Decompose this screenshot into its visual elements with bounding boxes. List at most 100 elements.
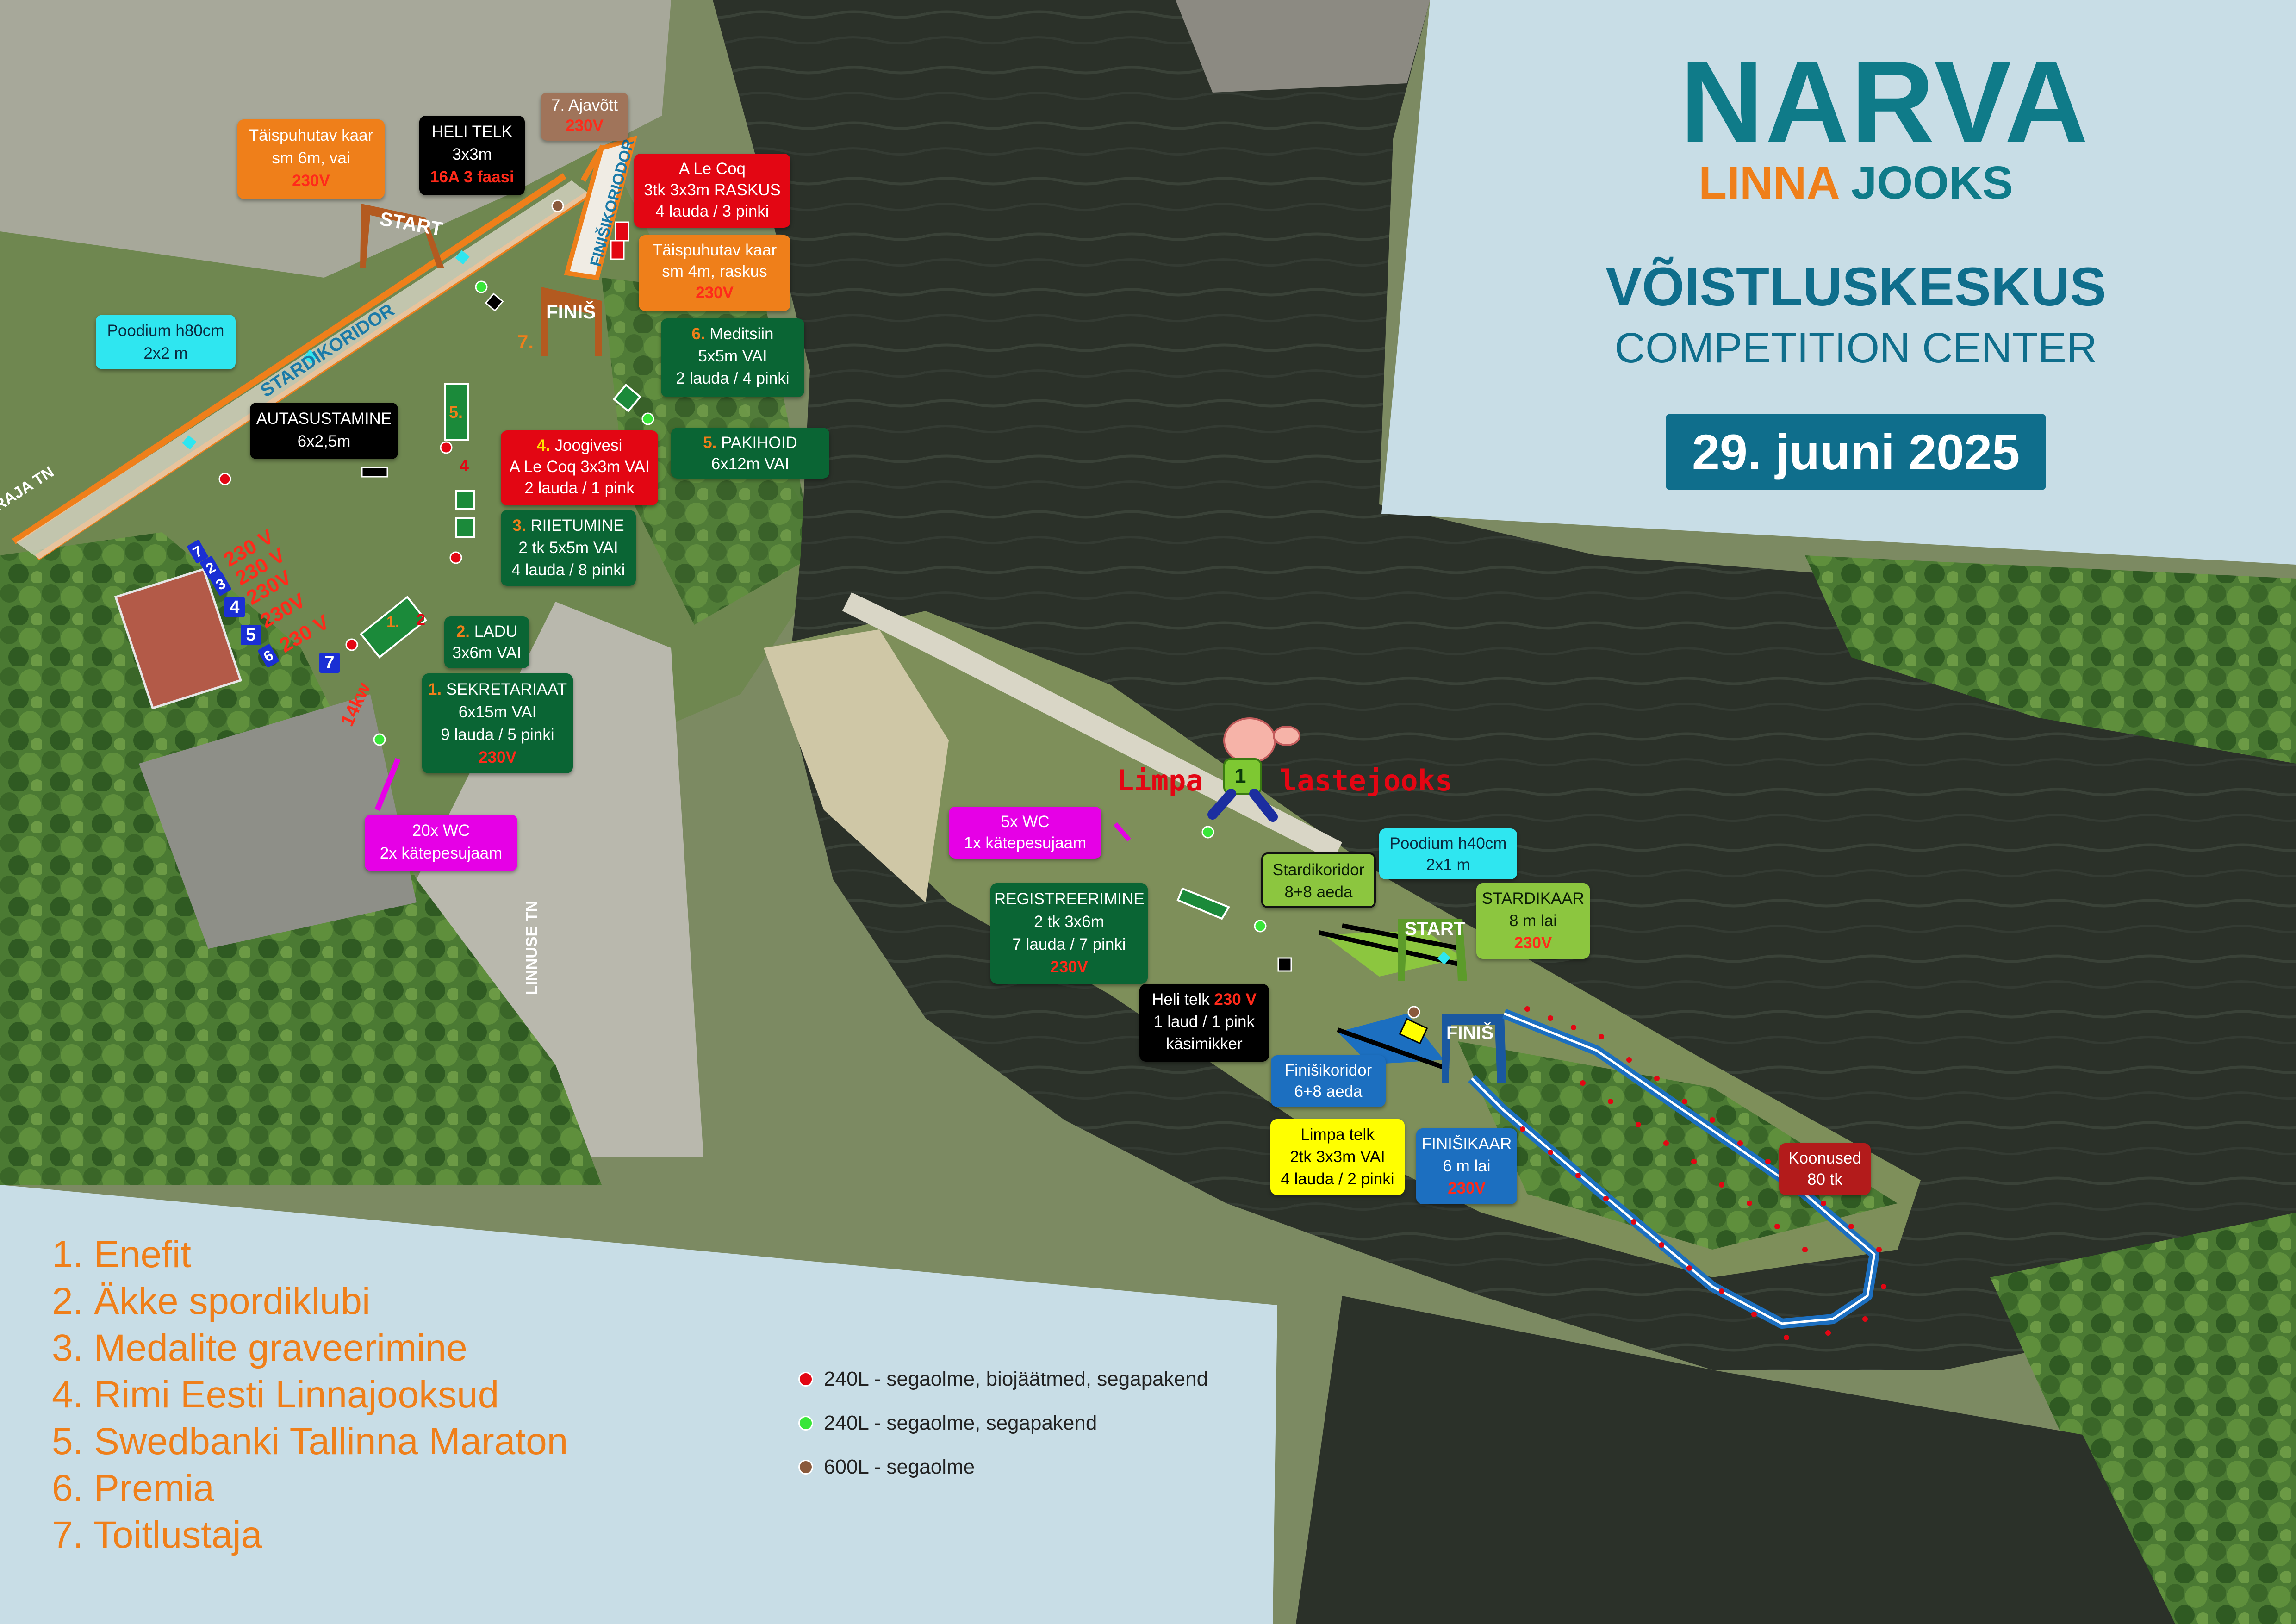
sponsor-item: 6. Premia: [52, 1467, 214, 1509]
label-line: 2x2 m: [143, 344, 188, 362]
label-text: PAKIHOID: [721, 434, 797, 452]
bin-brown: [551, 199, 564, 212]
limpa-bib: 1: [1235, 765, 1246, 787]
waste-label: 240L - segaolme, biojäätmed, segapakend: [824, 1368, 1208, 1390]
sound-tent-marker: [485, 292, 504, 312]
label-poodium-bottom: Poodium h40cm 2x1 m: [1379, 828, 1517, 879]
course-loop-center: [1471, 1012, 1876, 1325]
bin-green: [1201, 826, 1214, 839]
tent-4: [455, 490, 475, 510]
wc-bottom-line: [1114, 822, 1131, 842]
label-heli-telk: HELI TELK 3x3m 16A 3 faasi: [419, 116, 525, 195]
registration-tent-1: [1176, 887, 1230, 920]
label-line: Heli telk 230 V: [1143, 989, 1265, 1011]
label-ladu: 2. LADU 3x6m VAI: [444, 616, 529, 668]
sponsor-legend: 1. Enefit 2. Äkke spordiklubi 3. Medalit…: [52, 1231, 568, 1558]
label-line: 6x15m VAI: [458, 703, 537, 721]
label-line: 3x3m: [452, 145, 492, 163]
label-line: 6 m lai: [1443, 1157, 1491, 1175]
label-heli-telk-bottom: Heli telk 230 V 1 laud / 1 pink käsimikk…: [1139, 984, 1269, 1062]
label-autasustamine: AUTASUSTAMINE 6x2,5m: [250, 403, 398, 459]
label-line: 8+8 aeda: [1284, 883, 1353, 901]
finish-gate-top-label: FINIŠ: [546, 301, 596, 323]
label-number: 5.: [703, 434, 717, 452]
alecoq-tent-1: [615, 221, 629, 242]
bin-green: [373, 733, 386, 746]
pedestrian-path: [842, 592, 1342, 861]
label-power: 230V: [696, 284, 734, 302]
label-line: A Le Coq: [679, 160, 746, 178]
award-stage-marker: [361, 467, 388, 478]
waste-red-dot: [798, 1372, 813, 1387]
brand-linna-jooks: LINNA JOOKS: [1680, 157, 2032, 208]
label-poodium-top: Poodium h80cm 2x2 m: [96, 315, 236, 369]
label-line: Limpa telk: [1300, 1126, 1375, 1144]
label-line: 5x5m VAI: [698, 347, 767, 365]
label-power: 16A 3 faasi: [430, 168, 514, 186]
label-line: 4 lauda / 2 pinki: [1281, 1170, 1394, 1188]
start-gate-bottom-label: START: [1405, 919, 1465, 939]
label-wc-top: 20x WC 2x kätepesujaam: [365, 815, 517, 871]
sand-beach: [764, 629, 949, 902]
waste-legend-item: 240L - segaolme, biojäätmed, segapakend: [798, 1365, 1208, 1409]
label-line: 6x12m VAI: [711, 455, 790, 473]
label-line: 2 lauda / 1 pink: [524, 479, 635, 497]
stall-tag: 5: [241, 625, 261, 645]
label-power: 230V: [292, 172, 330, 190]
parking-lot: [139, 694, 417, 949]
label-line: Poodium h40cm: [1389, 834, 1507, 852]
bin-red: [345, 638, 358, 651]
label-line: 3. RIIETUMINE: [504, 515, 632, 537]
label-line: Poodium h80cm: [107, 322, 224, 340]
label-line: HELI TELK: [431, 123, 513, 141]
bin-green: [475, 280, 488, 293]
street-linnuse: LINNUSE TN: [523, 901, 541, 995]
tent-1-number: 1.: [386, 613, 400, 631]
waste-brown-dot: [798, 1460, 813, 1475]
label-line: AUTASUSTAMINE: [256, 410, 392, 428]
label-power: 230V: [1050, 958, 1088, 976]
label-line: 1x kätepesujaam: [964, 834, 1087, 852]
label-line: 4 lauda / 8 pinki: [511, 561, 625, 579]
label-finisikaar: FINIŠIKAAR 6 m lai 230V: [1416, 1128, 1517, 1204]
label-line: 2 tk 5x5m VAI: [518, 539, 618, 557]
label-text: SEKRETARIAAT: [446, 680, 567, 698]
label-alecoq: A Le Coq 3tk 3x3m RASKUS 4 lauda / 3 pin…: [634, 154, 790, 228]
limpa-mascot: [1207, 717, 1300, 822]
limpa-left-text: Limpa: [1117, 764, 1203, 797]
finish-gate-bottom: [1442, 1014, 1506, 1083]
label-wc-bottom: 5x WC 1x kätepesujaam: [949, 807, 1101, 859]
stardikoridor-edge-a: [1318, 930, 1463, 967]
basketball-court: [114, 567, 243, 710]
brand-linna: LINNA: [1699, 157, 1838, 209]
label-line: sm 6m, vai: [272, 149, 350, 167]
bin-red: [440, 441, 453, 454]
label-line: REGISTREERIMINE: [994, 890, 1145, 908]
label-line: 6. Meditsiin: [665, 323, 801, 345]
bin-red: [449, 551, 462, 564]
label-line: 2tk 3x3m VAI: [1290, 1148, 1385, 1166]
label-line: Täispuhutav kaar: [249, 126, 373, 144]
label-number: 3.: [512, 516, 526, 535]
label-line: 20x WC: [412, 821, 470, 840]
label-power: 230V: [1448, 1179, 1486, 1197]
label-power: 230V: [566, 117, 604, 135]
finish-gate-bottom-label: FINIŠ: [1446, 1023, 1494, 1043]
label-line: 5x WC: [1001, 813, 1050, 831]
label-line: 2 tk 3x6m: [1034, 913, 1104, 931]
waste-legend: 240L - segaolme, biojäätmed, segapakend …: [798, 1365, 1208, 1497]
label-line: käsimikker: [1166, 1035, 1243, 1053]
waste-green-dot: [798, 1416, 813, 1431]
narva-river: [713, 0, 2296, 1370]
tent-6: [613, 384, 641, 412]
label-meditsiin: 6. Meditsiin 5x5m VAI 2 lauda / 4 pinki: [661, 318, 804, 397]
sponsor-item: 2. Äkke spordiklubi: [52, 1280, 371, 1322]
label-riietumine: 3. RIIETUMINE 2 tk 5x5m VAI 4 lauda / 8 …: [501, 510, 636, 586]
sponsor-item: 3. Medalite graveerimine: [52, 1327, 467, 1369]
label-text: LADU: [474, 622, 518, 641]
page-title: VÕISTLUSKESKUS: [1605, 256, 2106, 317]
start-gate-bottom: [1398, 919, 1467, 981]
waste-label: 600L - segaolme: [824, 1456, 975, 1478]
label-line: Finišikoridor: [1284, 1061, 1372, 1079]
